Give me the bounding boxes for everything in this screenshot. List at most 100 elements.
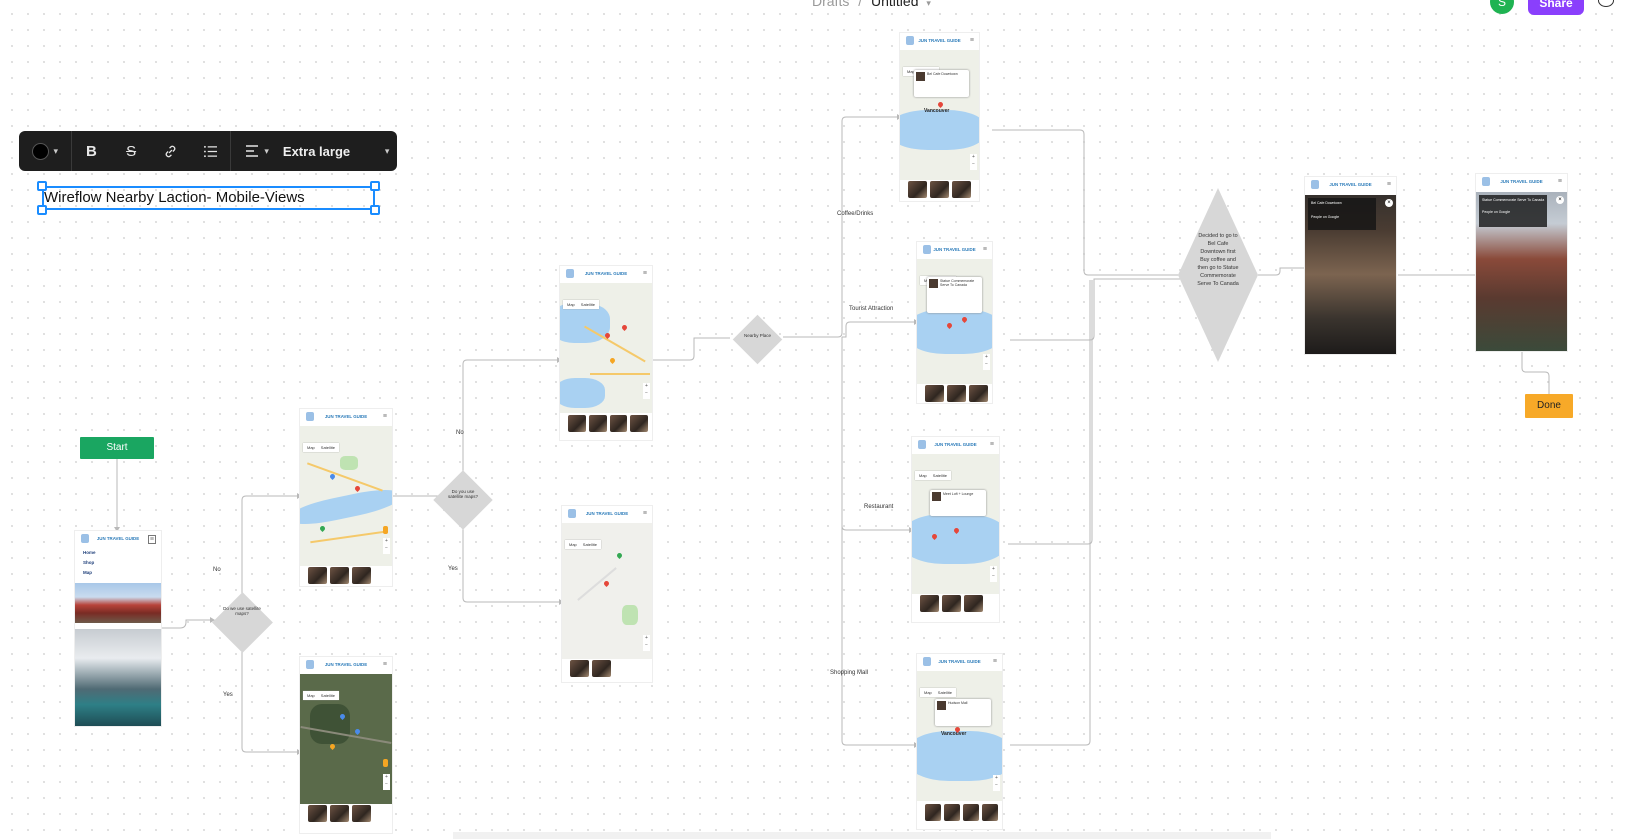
place-card-mall[interactable]: Hudson Mall bbox=[935, 699, 991, 726]
decision-diamond-satellite-2[interactable] bbox=[433, 470, 493, 530]
zoom-control[interactable]: +− bbox=[643, 635, 650, 651]
photo-pagoda bbox=[75, 583, 161, 623]
list-button[interactable] bbox=[191, 131, 231, 171]
file-name[interactable]: Untitled bbox=[871, 0, 919, 9]
done-node[interactable]: Done bbox=[1525, 394, 1573, 418]
phone-tourist-attraction[interactable]: JUN TRAVEL GUIDE ≡ Map Satellite Statue … bbox=[917, 242, 992, 403]
map-view[interactable]: Map Satellite Bel Cafe Downtown Vancouve… bbox=[900, 50, 979, 180]
strikethrough-button[interactable]: S bbox=[111, 131, 151, 171]
close-icon[interactable]: × bbox=[1556, 196, 1564, 204]
menu-icon[interactable]: ≡ bbox=[1557, 178, 1562, 185]
tab-map[interactable]: Map bbox=[924, 690, 932, 695]
map-view[interactable]: Map Satellite +− bbox=[562, 523, 652, 659]
phone-restaurant[interactable]: JUN TRAVEL GUIDE ≡ Map Satellite Meet Lo… bbox=[912, 437, 999, 622]
edge-label-no-2: No bbox=[456, 430, 464, 436]
align-button[interactable]: ▾ bbox=[231, 131, 283, 171]
phone-map-satellite[interactable]: JUN TRAVEL GUIDE ≡ Map Satellite +− bbox=[300, 657, 392, 833]
tab-satellite[interactable]: Satellite bbox=[937, 690, 953, 695]
zoom-control[interactable]: +− bbox=[990, 566, 997, 582]
zoom-control[interactable]: +− bbox=[643, 383, 650, 399]
nav-item-shop[interactable]: Shop bbox=[83, 560, 95, 565]
menu-icon[interactable]: ≡ bbox=[382, 413, 387, 420]
tab-satellite[interactable]: Satellite bbox=[320, 445, 336, 450]
phone-statue-streetview[interactable]: JUN TRAVEL GUIDE ≡ Statue Commemorate Se… bbox=[1476, 174, 1567, 351]
resize-handle-tl[interactable] bbox=[37, 181, 47, 191]
zoom-control[interactable]: +− bbox=[383, 538, 390, 554]
map-view[interactable]: Map Satellite +− bbox=[560, 283, 652, 413]
phone-coffee-drinks[interactable]: JUN TRAVEL GUIDE ≡ Map Satellite Bel Caf… bbox=[900, 33, 979, 201]
menu-icon[interactable]: ≡ bbox=[642, 270, 647, 277]
place-card-tourist[interactable]: Statue Commemorate Serve To Canada bbox=[927, 277, 982, 313]
phone-map-zoomed[interactable]: JUN TRAVEL GUIDE ≡ Map Satellite +− bbox=[562, 506, 652, 682]
thumbnail-strip bbox=[908, 181, 975, 198]
breadcrumb: Drafts / Untitled ▾ bbox=[812, 0, 931, 9]
tab-map[interactable]: Map bbox=[567, 302, 575, 307]
place-card-coffee[interactable]: Bel Cafe Downtown bbox=[914, 70, 969, 97]
thumbnail-strip bbox=[920, 595, 995, 612]
menu-icon[interactable]: ≡ bbox=[969, 37, 974, 44]
app-header: JUN TRAVEL GUIDE bbox=[584, 271, 628, 276]
menu-icon[interactable]: ≡ bbox=[982, 246, 987, 253]
comment-icon[interactable] bbox=[1598, 0, 1614, 7]
edge-label-yes-2: Yes bbox=[448, 566, 458, 572]
decision-diamond-final[interactable] bbox=[1178, 188, 1258, 362]
font-size-dropdown[interactable]: ▾ bbox=[377, 131, 397, 171]
avatar[interactable]: S bbox=[1490, 0, 1514, 14]
tab-map[interactable]: Map bbox=[307, 693, 315, 698]
breadcrumb-separator: / bbox=[858, 0, 863, 9]
tab-map[interactable]: Map bbox=[569, 542, 577, 547]
nav-item-map[interactable]: Map bbox=[83, 570, 92, 575]
map-view[interactable]: Map Satellite +− bbox=[300, 426, 392, 566]
resize-handle-br[interactable] bbox=[370, 205, 380, 215]
photo-lake bbox=[75, 629, 161, 726]
menu-icon[interactable]: ≡ bbox=[1386, 181, 1391, 188]
phone-map-nearby[interactable]: JUN TRAVEL GUIDE ≡ Map Satellite +− bbox=[560, 266, 652, 440]
tab-satellite[interactable]: Satellite bbox=[320, 693, 336, 698]
chevron-down-icon: ▾ bbox=[264, 145, 269, 156]
decision-text-satellite-1: Do we use satellite maps? bbox=[223, 606, 261, 616]
menu-icon[interactable]: ≡ bbox=[989, 441, 994, 448]
bold-button[interactable]: B bbox=[72, 131, 112, 171]
resize-handle-tr[interactable] bbox=[370, 181, 380, 191]
nav-item-home[interactable]: Home bbox=[83, 550, 96, 555]
canvas-bottom-bar bbox=[453, 832, 1271, 839]
satellite-map-view[interactable]: Map Satellite +− bbox=[300, 674, 392, 804]
pegman-icon[interactable] bbox=[383, 759, 388, 767]
tab-satellite[interactable]: Satellite bbox=[582, 542, 598, 547]
menu-icon[interactable]: ≡ bbox=[382, 661, 387, 668]
menu-icon[interactable]: ≡ bbox=[642, 510, 647, 517]
share-button[interactable]: Share bbox=[1528, 0, 1584, 15]
map-view[interactable]: Map Satellite Meet Loft + Lounge +− bbox=[912, 454, 999, 594]
menu-icon[interactable]: ≡ bbox=[992, 658, 997, 665]
phone-map-no-satellite[interactable]: JUN TRAVEL GUIDE ≡ Map Satellite +− bbox=[300, 409, 392, 586]
zoom-control[interactable]: +− bbox=[970, 154, 977, 170]
tab-map[interactable]: Map bbox=[907, 69, 915, 74]
zoom-control[interactable]: +− bbox=[383, 774, 390, 790]
decision-diamond-nearby[interactable] bbox=[732, 314, 783, 365]
map-view[interactable]: Map Satellite Statue Commemorate Serve T… bbox=[917, 259, 992, 384]
color-picker-button[interactable]: ▾ bbox=[19, 131, 71, 171]
tab-satellite[interactable]: Satellite bbox=[932, 473, 948, 478]
resize-handle-bl[interactable] bbox=[37, 205, 47, 215]
phone-shopping-mall[interactable]: JUN TRAVEL GUIDE ≡ Map Satellite Hudson … bbox=[917, 654, 1002, 829]
tab-map[interactable]: Map bbox=[307, 445, 315, 450]
close-icon[interactable]: × bbox=[1385, 199, 1393, 207]
wireflow-title[interactable]: Wireflow Nearby Laction- Mobile-Views bbox=[44, 189, 305, 206]
chevron-down-icon[interactable]: ▾ bbox=[926, 0, 931, 8]
decision-diamond-satellite-1[interactable] bbox=[212, 592, 273, 653]
breadcrumb-drafts[interactable]: Drafts bbox=[812, 0, 850, 9]
start-node[interactable]: Start bbox=[80, 437, 154, 459]
font-size-select[interactable]: Extra large bbox=[283, 131, 377, 171]
zoom-control[interactable]: +− bbox=[993, 775, 1000, 791]
link-button[interactable] bbox=[151, 131, 191, 171]
selected-text-box[interactable]: Wireflow Nearby Laction- Mobile-Views bbox=[37, 181, 380, 215]
tab-satellite[interactable]: Satellite bbox=[580, 302, 596, 307]
phone-cafe-streetview[interactable]: JUN TRAVEL GUIDE ≡ Bel Cafe Downtown Peo… bbox=[1305, 177, 1396, 354]
zoom-control[interactable]: +− bbox=[983, 354, 990, 370]
phone-home-screen[interactable]: JUN TRAVEL GUIDE ≡ Home Shop Map bbox=[75, 531, 161, 726]
place-card-restaurant[interactable]: Meet Loft + Lounge bbox=[930, 490, 986, 516]
map-view[interactable]: Map Satellite Hudson Mall Vancouver +− bbox=[917, 671, 1002, 801]
pegman-icon[interactable] bbox=[383, 526, 388, 534]
menu-icon[interactable]: ≡ bbox=[147, 535, 156, 544]
tab-map[interactable]: Map bbox=[919, 473, 927, 478]
